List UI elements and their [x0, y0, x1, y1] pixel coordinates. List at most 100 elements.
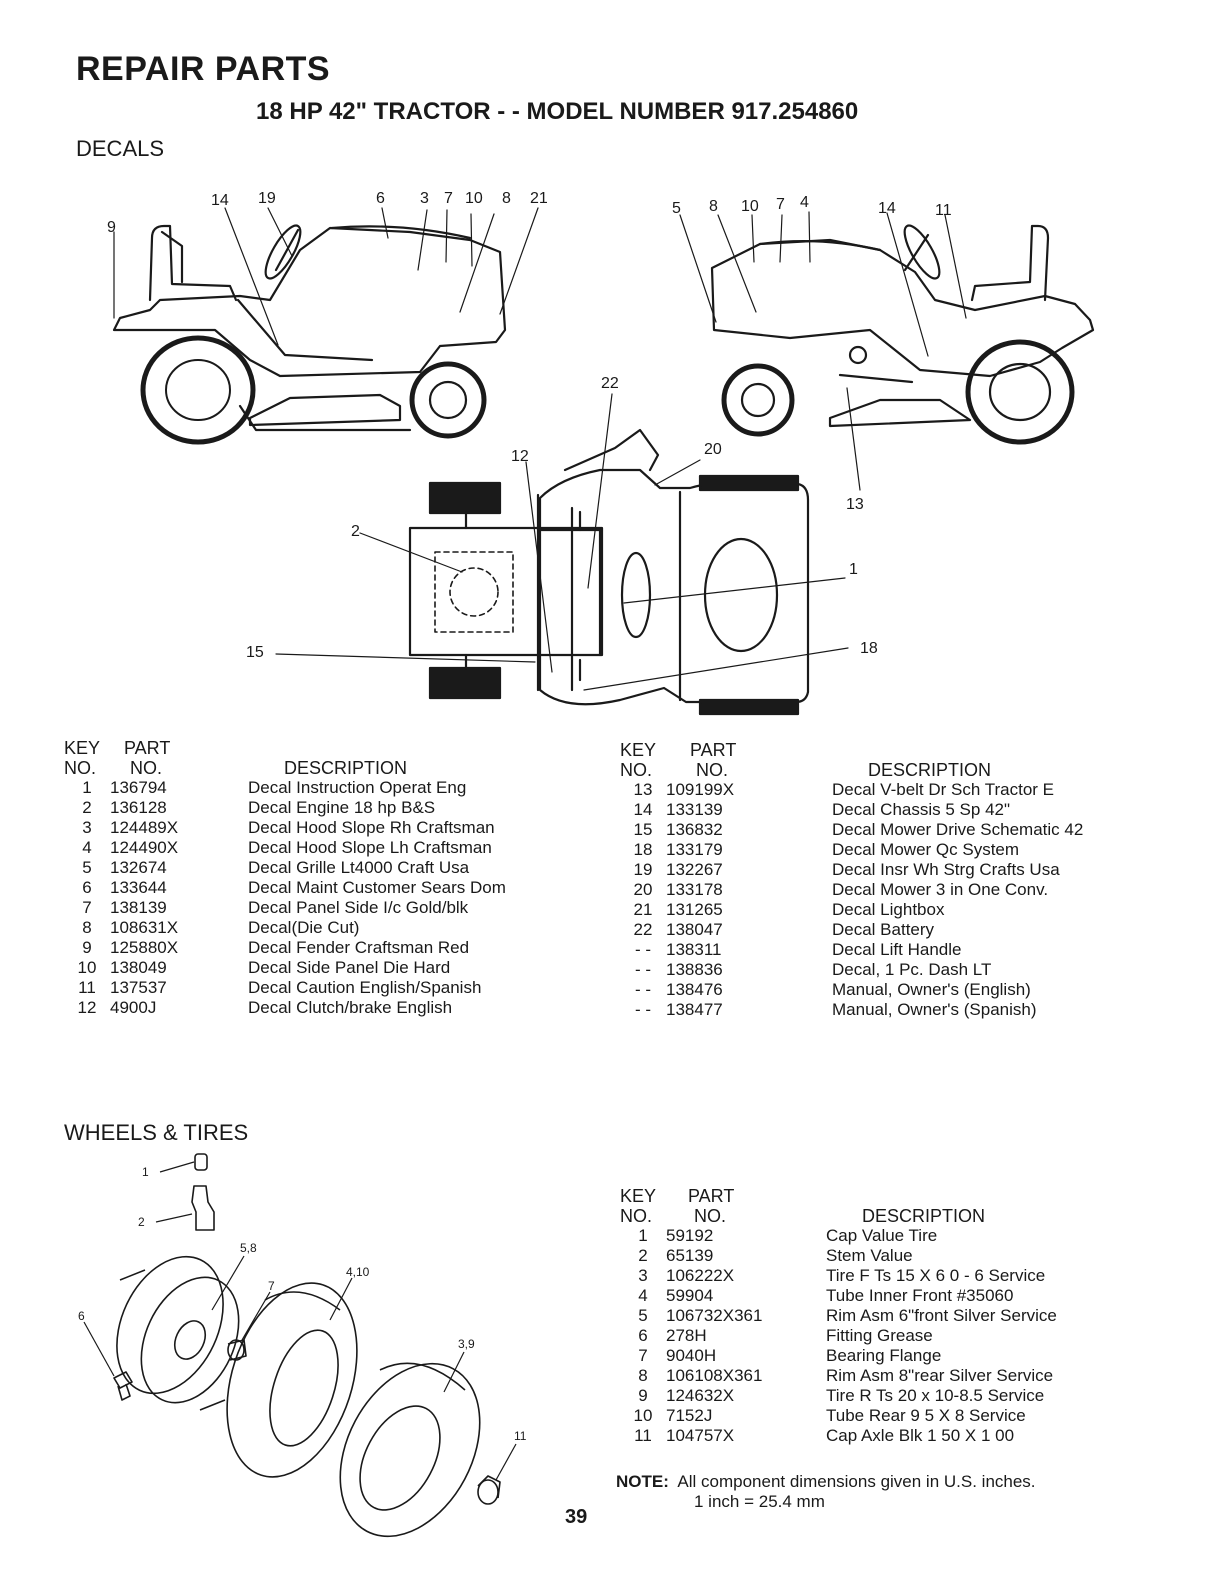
part-no: 106108X361: [666, 1366, 763, 1385]
front-rim-part: [116, 1255, 240, 1411]
part-no: 59192: [666, 1226, 714, 1245]
callout-label: 4: [800, 194, 809, 211]
part-no: 125880X: [110, 938, 179, 957]
description: Decal Battery: [832, 920, 935, 939]
key-no: - -: [634, 1000, 652, 1019]
description: Tube Inner Front #35060: [826, 1286, 1014, 1305]
wheels-callouts: 1 2 5,8 4,10 7 6 3,9 11: [78, 1165, 527, 1443]
table-row: - - 138477 Manual, Owner's (Spanish): [620, 1000, 1083, 1020]
part-no: 133179: [666, 840, 723, 859]
description: Manual, Owner's (English): [832, 980, 1031, 999]
axle-cap-part: [477, 1475, 501, 1505]
description: Decal Lightbox: [832, 900, 945, 919]
description: Fitting Grease: [826, 1326, 933, 1345]
key-no: 21: [633, 900, 653, 919]
callout-label: 2: [138, 1215, 145, 1229]
callout-label: 3,9: [458, 1337, 475, 1351]
key-no: 4: [638, 1286, 648, 1305]
callout-label: 4,10: [346, 1265, 370, 1279]
key-no: 12: [77, 998, 97, 1017]
key-no: 19: [633, 860, 653, 879]
key-no: 2: [638, 1246, 648, 1265]
part-no: 132267: [666, 860, 723, 879]
column-header-description: DESCRIPTION: [862, 1206, 986, 1226]
description: Decal Engine 18 hp B&S: [248, 798, 436, 817]
decals-section-title: DECALS: [76, 136, 165, 161]
key-no: 5: [638, 1306, 648, 1325]
description: Manual, Owner's (Spanish): [832, 1000, 1037, 1019]
part-no: 138311: [666, 940, 722, 959]
description: Decal Insr Wh Strg Crafts Usa: [832, 860, 1060, 879]
callout-label: 8: [709, 198, 718, 215]
part-no: 136794: [110, 778, 167, 797]
key-no: 22: [633, 920, 653, 939]
description: Decal Fender Craftsman Red: [248, 938, 470, 957]
part-no: 59904: [666, 1286, 714, 1305]
callout-label: 5,8: [240, 1241, 257, 1255]
description: Decal Chassis 5 Sp 42": [832, 800, 1011, 819]
part-no: 136128: [110, 798, 167, 817]
key-no: 13: [633, 780, 653, 799]
part-no: 9040H: [666, 1346, 717, 1365]
column-header-key: NO.: [620, 760, 653, 780]
description: Cap Axle Blk 1 50 X 1 00: [826, 1426, 1015, 1445]
key-no: 6: [82, 878, 92, 897]
table-row: 21 131265 Decal Lightbox: [620, 900, 1083, 920]
callout-label: 11: [514, 1429, 527, 1443]
callout-label: 8: [502, 190, 511, 207]
part-no: 133139: [666, 800, 723, 819]
model-title: 18 HP 42" TRACTOR - - MODEL NUMBER 917.2…: [256, 98, 859, 125]
part-no: 278H: [666, 1326, 707, 1345]
callout-label: 2: [351, 523, 360, 540]
dimension-note: NOTE: All component dimensions given in …: [616, 1472, 1036, 1512]
part-no: 138139: [110, 898, 167, 917]
grease-fitting-part: [113, 1371, 133, 1401]
description: Decal V-belt Dr Sch Tractor E: [832, 780, 1055, 799]
part-no: 138047: [666, 920, 723, 939]
callout-label: 21: [530, 190, 548, 207]
callout-label: 11: [935, 202, 952, 219]
rear-tire-part: [339, 1362, 481, 1538]
description: Decal Caution English/Spanish: [248, 978, 482, 997]
callout-label: 7: [444, 190, 453, 207]
page-title: REPAIR PARTS: [76, 50, 331, 88]
part-no: 138477: [666, 1000, 723, 1019]
callout-label: 7: [776, 196, 785, 213]
description: Decal Side Panel Die Hard: [248, 958, 451, 977]
tractor-left-view: [112, 207, 539, 445]
key-no: 11: [634, 1426, 652, 1445]
key-no: 3: [82, 818, 92, 837]
key-no: 11: [78, 978, 96, 997]
valve-stem-part: [191, 1185, 215, 1231]
part-no: 136832: [666, 820, 723, 839]
key-no: 7: [638, 1346, 648, 1365]
part-no: 133644: [110, 878, 167, 897]
table-row: 22 138047 Decal Battery: [620, 920, 1083, 940]
note-label: NOTE:: [616, 1472, 669, 1491]
wheels-diagram: 1 2 5,8 4,10 7 6 3,9 11: [78, 1153, 527, 1538]
tractor-top-view: [275, 393, 849, 716]
part-no: 106732X361: [666, 1306, 763, 1325]
part-no: 131265: [666, 900, 723, 919]
key-no: 5: [82, 858, 92, 877]
key-no: 18: [633, 840, 653, 859]
part-no: 138836: [666, 960, 723, 979]
callout-label: 1: [849, 561, 858, 578]
callout-label: 6: [376, 190, 385, 207]
key-no: 20: [633, 880, 653, 899]
callout-label: 13: [846, 496, 864, 513]
part-no: 109199X: [666, 780, 735, 799]
description: Decal Maint Customer Sears Dom: [248, 878, 506, 897]
column-header-description: DESCRIPTION: [284, 758, 408, 778]
